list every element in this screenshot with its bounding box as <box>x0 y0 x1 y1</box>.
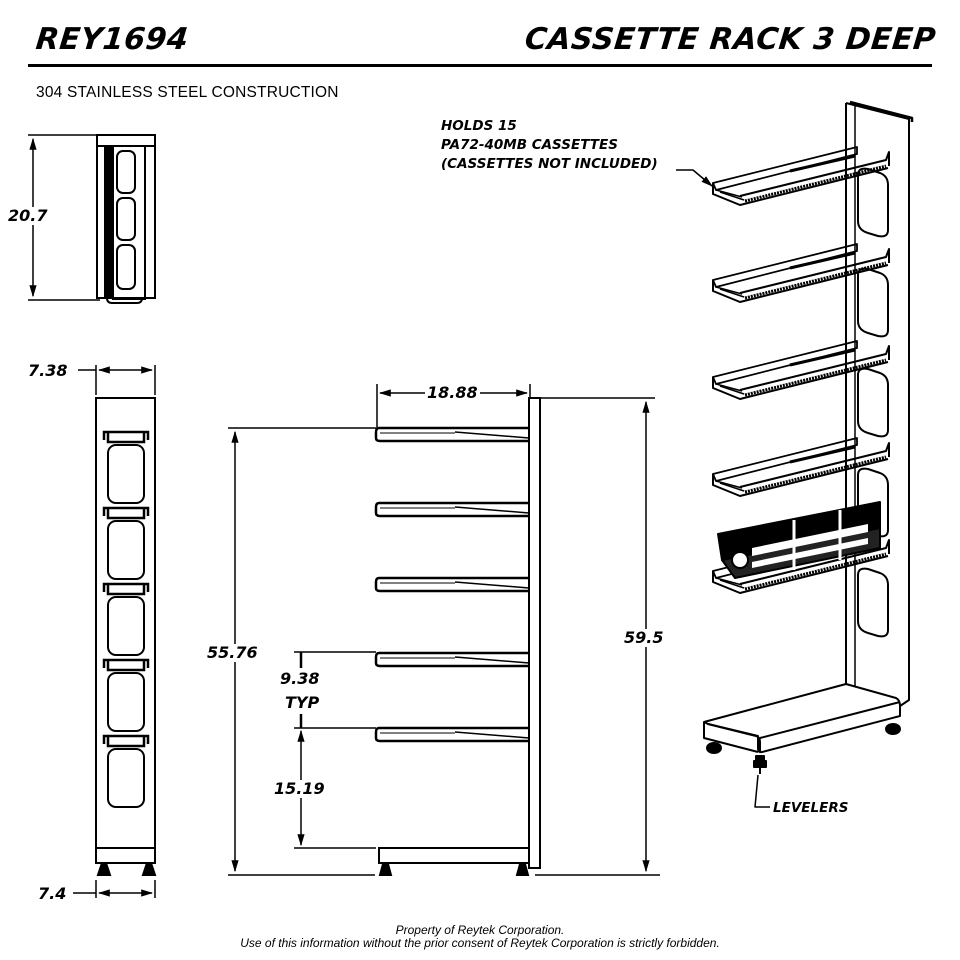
capacity-note-line1: HOLDS 15 <box>441 118 517 134</box>
iso-shelf <box>712 340 890 400</box>
iso-leveler <box>885 723 901 735</box>
leveler-foot <box>141 862 157 876</box>
capacity-note: HOLDS 15 PA72-40MB CASSETTES (CASSETTES … <box>441 117 658 174</box>
top-view-slot <box>116 244 136 290</box>
levelers-callout: LEVELERS <box>773 800 849 816</box>
leader-capacity <box>676 169 713 187</box>
leveler-foot <box>96 862 112 876</box>
iso-upright-slot <box>857 167 889 238</box>
iso-upright-slot <box>857 367 889 438</box>
front-view-slot <box>107 748 145 808</box>
footer-line1: Property of Reytek Corporation. <box>395 923 565 937</box>
side-view <box>228 384 660 876</box>
front-view-shelf-hook <box>102 734 150 808</box>
leveler-foot <box>378 863 393 876</box>
title-divider <box>28 64 932 67</box>
front-view-shelf-hook <box>102 658 150 732</box>
iso-upright-slot <box>857 567 889 638</box>
front-view-slot <box>107 596 145 656</box>
dim-top-view-depth: 20.7 <box>6 206 50 225</box>
capacity-note-line3: (CASSETTES NOT INCLUDED) <box>441 156 658 172</box>
footer-notice: Property of Reytek Corporation. Use of t… <box>0 924 960 950</box>
front-view-base <box>95 847 156 864</box>
side-view-upright <box>528 397 541 869</box>
iso-leveler <box>706 742 722 754</box>
capacity-note-line2: PA72-40MB CASSETTES <box>441 137 618 153</box>
front-view-slot <box>107 520 145 580</box>
side-view-shelf <box>374 576 530 593</box>
iso-shelf <box>712 437 890 497</box>
front-view-shelf-hook <box>102 582 150 656</box>
iso-shelf <box>712 243 890 303</box>
dim-front-base-width: 7.4 <box>36 884 69 903</box>
top-view-slot <box>116 197 136 241</box>
front-view-shelf-hook <box>102 430 150 504</box>
front-view-slot <box>107 672 145 732</box>
top-view-slot <box>116 150 136 194</box>
side-view-shelf <box>374 651 530 668</box>
iso-base <box>703 683 901 754</box>
top-view-foot <box>106 297 143 304</box>
side-view-shelf <box>374 726 530 743</box>
side-view-shelf <box>374 426 530 443</box>
iso-upright-front <box>845 102 910 707</box>
top-view-channel <box>112 145 146 300</box>
material-note: 304 STAINLESS STEEL CONSTRUCTION <box>36 84 339 101</box>
front-view-upright <box>95 397 156 849</box>
top-view-rail <box>104 145 114 299</box>
side-view-shelf <box>374 501 530 518</box>
front-view-shelf-hook <box>102 506 150 580</box>
top-view-cap <box>96 134 156 147</box>
leader-levelers <box>754 774 770 808</box>
front-view-slot <box>107 444 145 504</box>
dim-overall-height: 59.5 <box>622 628 666 647</box>
leveler-foot <box>515 863 530 876</box>
dim-front-top-width: 7.38 <box>26 361 70 380</box>
dim-shelf-spacing-typ: TYP <box>283 693 322 712</box>
iso-upright-slot <box>857 267 889 338</box>
dim-bottom-shelf-height: 15.19 <box>272 779 327 798</box>
isometric-view <box>676 100 914 808</box>
footer-line2: Use of this information without the prio… <box>240 936 720 950</box>
front-view <box>73 365 157 898</box>
dim-shelf-depth: 18.88 <box>425 383 480 402</box>
side-view-base <box>378 847 530 864</box>
dim-shelf-spacing: 9.38 <box>278 669 322 688</box>
iso-leveler <box>753 755 767 768</box>
iso-shelf <box>712 146 890 206</box>
dim-top-shelf-height: 55.76 <box>205 643 260 662</box>
